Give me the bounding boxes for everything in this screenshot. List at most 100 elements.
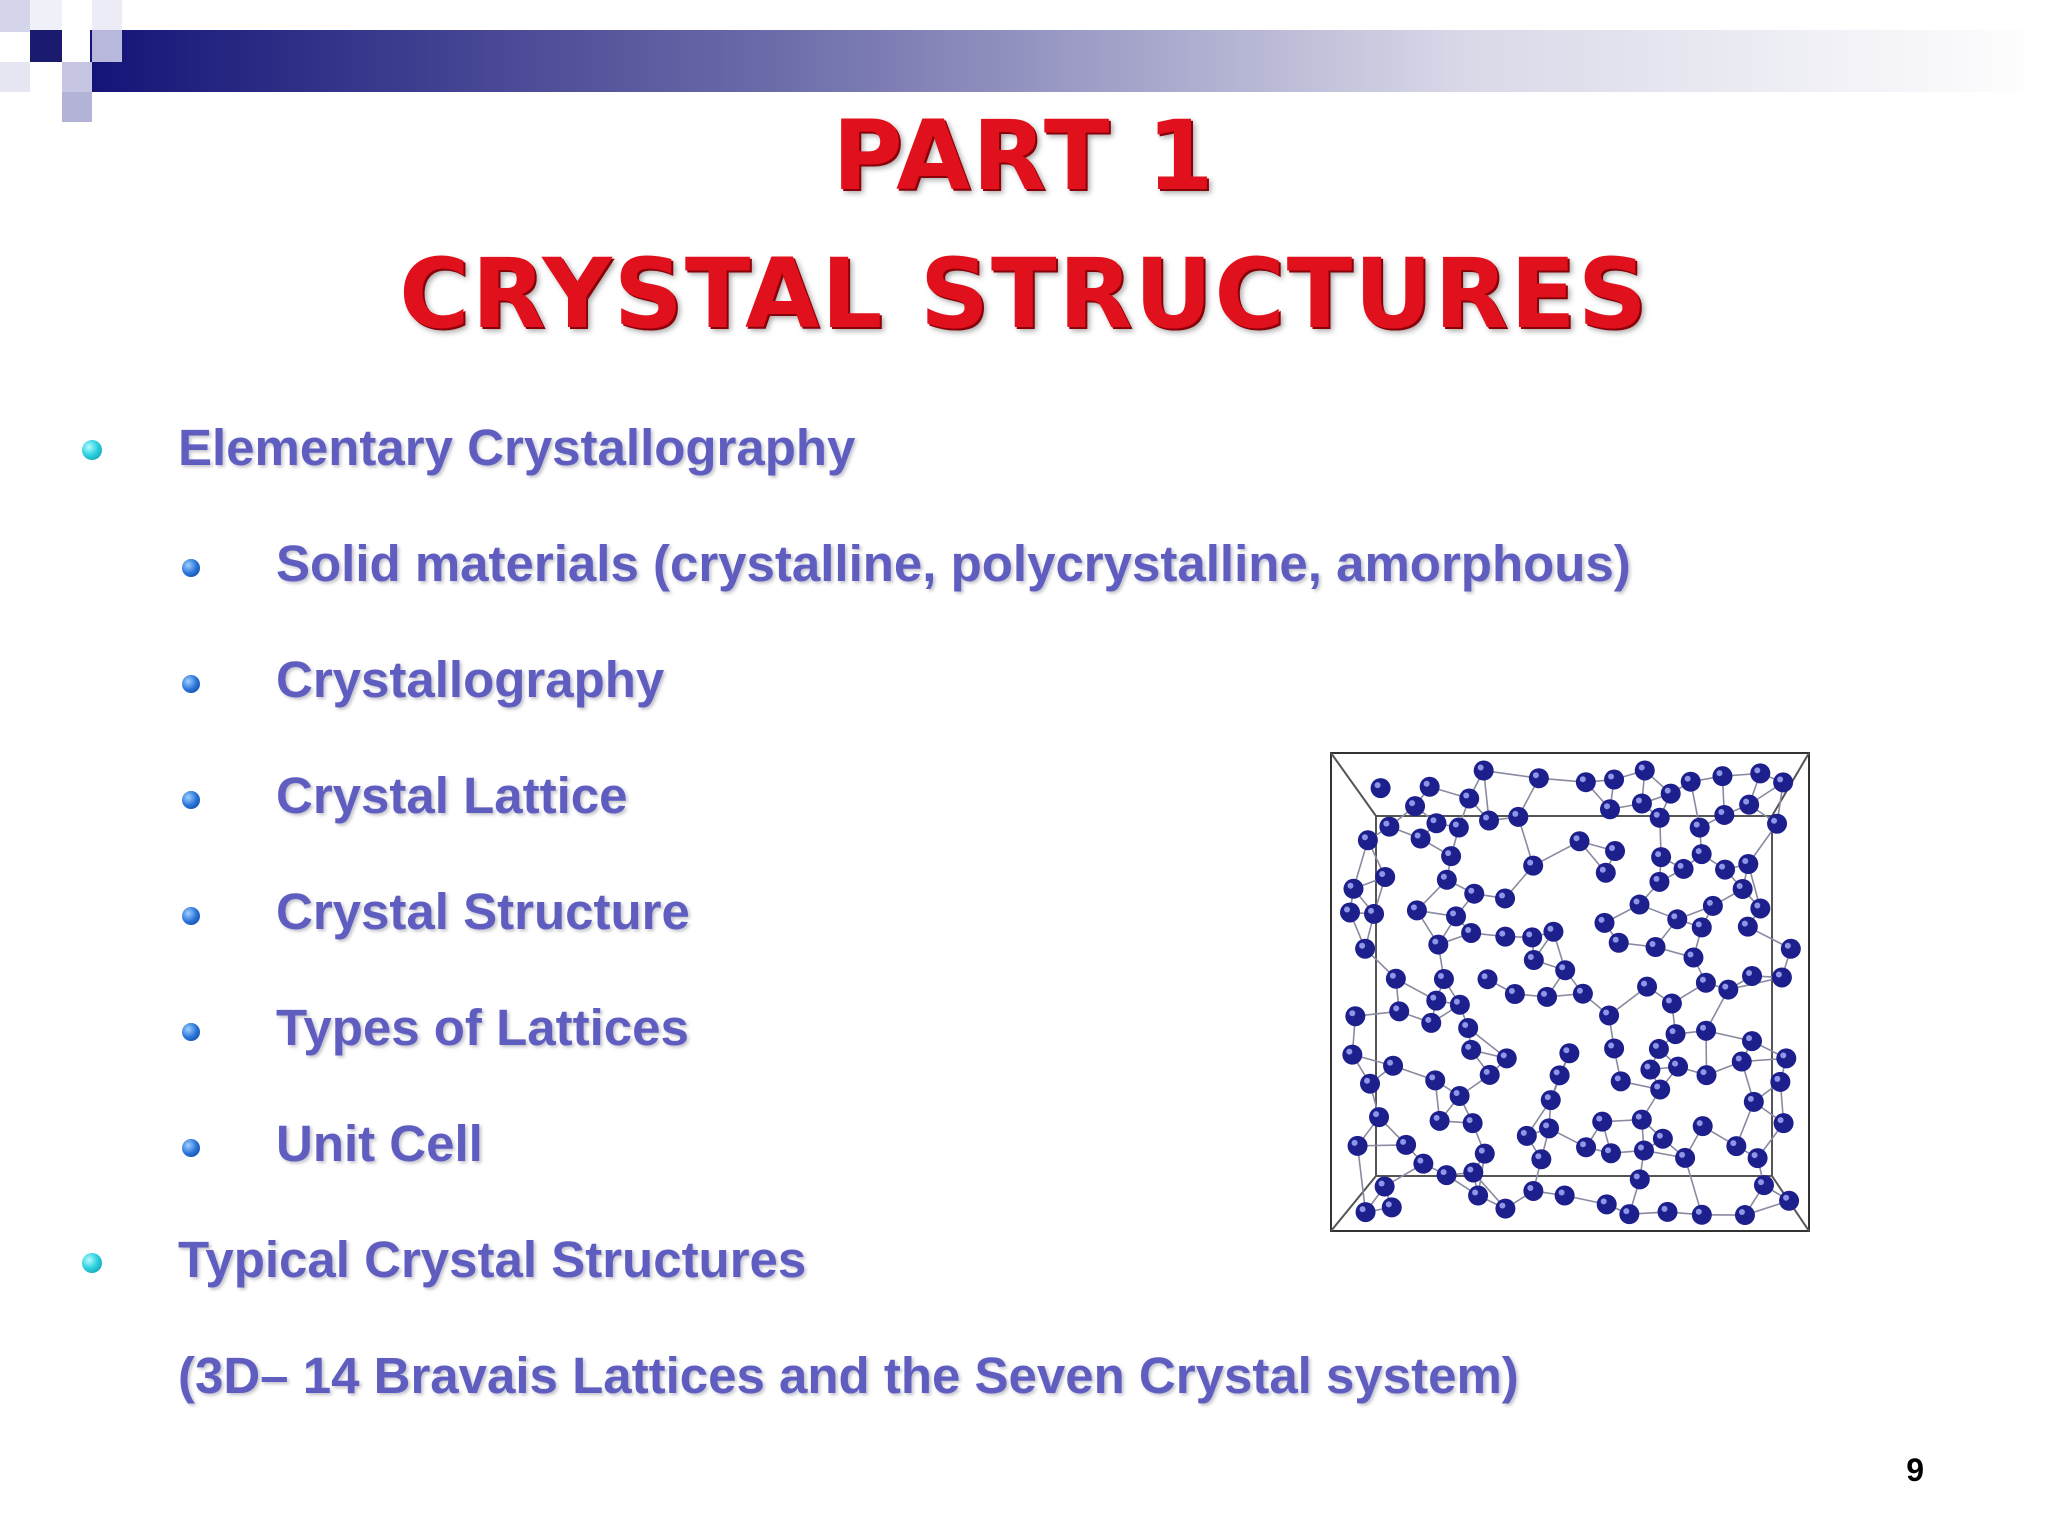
atom <box>1695 972 1716 993</box>
atom-highlight <box>1429 1074 1436 1081</box>
atom <box>1596 1194 1617 1215</box>
atom <box>1714 804 1735 825</box>
atom <box>1743 1091 1764 1112</box>
amorphous-atom-network-image <box>1330 752 1810 1232</box>
atom-highlight <box>1437 973 1444 980</box>
atom-highlight <box>1603 1009 1610 1016</box>
atom <box>1773 1113 1794 1134</box>
atom <box>1734 1205 1755 1226</box>
atom <box>1549 1065 1570 1086</box>
atom <box>1464 883 1485 904</box>
atom <box>1389 1001 1410 1022</box>
outline-item: Typical Crystal Structures <box>178 1231 807 1288</box>
atom-highlight <box>1553 1069 1560 1076</box>
atom-highlight <box>1351 1139 1358 1146</box>
atom <box>1696 1020 1717 1041</box>
atom-highlight <box>1699 976 1706 983</box>
atom-highlight <box>1430 994 1437 1001</box>
atom-highlight <box>1481 973 1488 980</box>
atom <box>1608 932 1629 953</box>
atom-highlight <box>1608 773 1615 780</box>
atom <box>1660 783 1681 804</box>
atom <box>1629 894 1650 915</box>
atom <box>1461 922 1482 943</box>
atom-highlight <box>1410 904 1417 911</box>
atom-highlight <box>1508 988 1515 995</box>
atom <box>1495 1198 1516 1219</box>
atom <box>1479 1064 1500 1085</box>
atom <box>1668 1056 1689 1077</box>
atom-highlight <box>1664 787 1671 794</box>
atom <box>1369 1107 1390 1128</box>
atom <box>1385 968 1406 989</box>
atom-highlight <box>1635 797 1642 804</box>
atom-highlight <box>1679 1151 1686 1158</box>
atom <box>1540 1090 1561 1111</box>
atom <box>1441 846 1462 867</box>
atom-highlight <box>1423 780 1430 787</box>
atom <box>1473 760 1494 781</box>
slide-title-line2: CRYSTAL STRUCTURES <box>399 238 1649 350</box>
atom-highlight <box>1445 850 1452 857</box>
atom <box>1675 1147 1696 1168</box>
atom <box>1689 817 1710 838</box>
atom-highlight <box>1695 848 1702 855</box>
atom-highlight <box>1783 1194 1790 1201</box>
atom <box>1425 1070 1446 1091</box>
atom <box>1691 844 1712 865</box>
atom-highlight <box>1637 1144 1644 1151</box>
atom <box>1461 1039 1482 1060</box>
atom <box>1446 906 1467 927</box>
atom-highlight <box>1603 803 1610 810</box>
atom <box>1474 1143 1495 1164</box>
atom <box>1343 878 1364 899</box>
atom <box>1747 1148 1768 1169</box>
atom <box>1599 1005 1620 1026</box>
bullet-dot <box>182 1023 200 1041</box>
atom <box>1555 960 1576 981</box>
atom <box>1569 831 1590 852</box>
outline-item: Types of Lattices <box>276 999 689 1056</box>
atom <box>1575 772 1596 793</box>
atom-highlight <box>1596 1115 1603 1122</box>
atom-highlight <box>1532 772 1539 779</box>
atom <box>1619 1204 1640 1225</box>
atom <box>1737 916 1758 937</box>
atom-highlight <box>1609 845 1616 852</box>
outline-item: Unit Cell <box>276 1115 483 1172</box>
atom <box>1523 950 1544 971</box>
atom-highlight <box>1409 800 1416 807</box>
atom <box>1421 1012 1442 1033</box>
atom-highlight <box>1614 1075 1621 1082</box>
atom <box>1537 986 1558 1007</box>
atom-highlight <box>1730 1140 1737 1147</box>
atom <box>1742 965 1763 986</box>
atom <box>1539 1118 1560 1139</box>
atom-highlight <box>1452 821 1459 828</box>
atom-highlight <box>1500 1052 1507 1059</box>
atom-highlight <box>1344 906 1351 913</box>
atom-highlight <box>1633 1173 1640 1180</box>
atom <box>1508 806 1529 827</box>
atom-highlight <box>1361 834 1368 841</box>
atom-highlight <box>1499 930 1506 937</box>
atom-highlight <box>1771 817 1778 824</box>
outline-item: Elementary Crystallography <box>178 419 856 476</box>
atom-highlight <box>1389 972 1396 979</box>
atom <box>1667 909 1688 930</box>
atom <box>1692 1116 1713 1137</box>
atom <box>1477 969 1498 990</box>
atom-highlight <box>1468 887 1475 894</box>
atom-highlight <box>1695 921 1702 928</box>
atom <box>1732 878 1753 899</box>
atom-highlight <box>1735 1055 1742 1062</box>
atom-highlight <box>1700 1024 1707 1031</box>
atom-highlight <box>1393 1005 1400 1012</box>
atom-highlight <box>1784 942 1791 949</box>
atom <box>1355 1202 1376 1223</box>
atom <box>1410 828 1431 849</box>
atom-highlight <box>1527 859 1534 866</box>
atom <box>1665 1024 1686 1045</box>
atom-highlight <box>1684 775 1691 782</box>
atom <box>1413 1153 1434 1174</box>
